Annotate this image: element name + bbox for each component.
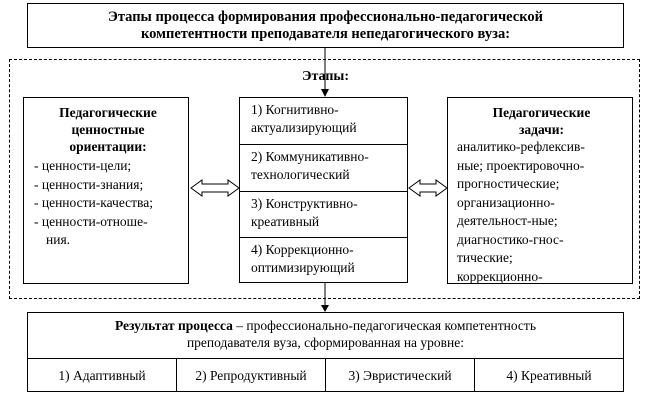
heading-line: ориентации: bbox=[69, 139, 147, 154]
stage-label: 1) Когнитивно- bbox=[251, 102, 339, 117]
arrow-head-title bbox=[321, 89, 329, 97]
arrow-head-result bbox=[321, 305, 329, 312]
result-text: Результат процесса – профессионально-пед… bbox=[28, 317, 623, 351]
double-arrow-left bbox=[190, 179, 240, 197]
diagram-title-line2: компетентности преподавателя непедагогич… bbox=[140, 26, 511, 42]
list-item: аналитико-рефлексив- bbox=[457, 139, 585, 154]
heading-line: Педагогические bbox=[492, 105, 591, 120]
result-text-rest: – профессионально-педагогическая компете… bbox=[232, 318, 536, 333]
pedagogical-tasks-heading: Педагогические задачи: bbox=[457, 104, 626, 138]
levels-row: 1) Адаптивный 2) Репродуктивный 3) Эврис… bbox=[28, 358, 623, 392]
diagram-title-box: Этапы процесса формирования профессионал… bbox=[27, 3, 624, 48]
list-item: деятельност-ные; bbox=[457, 213, 558, 228]
diagram-title-line1: Этапы процесса формирования профессионал… bbox=[108, 9, 543, 25]
stage-label: оптимизирующий bbox=[251, 260, 355, 275]
list-item: - ценности-знания; bbox=[34, 176, 144, 192]
stage-label: 4) Коррекционно- bbox=[251, 242, 354, 257]
stage-label: технологический bbox=[251, 167, 350, 182]
stage-box-1: 1) Когнитивно- актуализирующий bbox=[240, 98, 407, 145]
result-text-line2: преподавателя вуза, сформированная на ур… bbox=[186, 335, 465, 350]
stage-label: 2) Коммуникативно- bbox=[251, 149, 369, 164]
double-arrow-right bbox=[408, 179, 448, 197]
level-cell-4: 4) Креативный bbox=[506, 367, 592, 383]
list-item: ные; проектировочно- bbox=[457, 157, 585, 173]
stage-box-2: 2) Коммуникативно- технологический bbox=[240, 145, 407, 192]
heading-line: ценностные bbox=[71, 122, 145, 137]
stage-box-4: 4) Коррекционно- оптимизирующий bbox=[240, 238, 407, 282]
pedagogical-tasks-box: Педагогические задачи: аналитико-рефлекс… bbox=[447, 97, 633, 284]
level-cell-2: 2) Репродуктивный bbox=[177, 359, 326, 392]
value-orientations-heading: Педагогические ценностные ориентации: bbox=[32, 104, 184, 155]
stage-label: актуализирующий bbox=[251, 120, 357, 135]
level-cell-1: 1) Адаптивный bbox=[28, 359, 177, 392]
list-item: коррекционно- bbox=[457, 268, 543, 284]
stage-label: 3) Конструктивно- bbox=[251, 196, 358, 211]
stage-box-3: 3) Конструктивно- креативный bbox=[240, 192, 407, 238]
result-text-bold: Результат процесса bbox=[114, 318, 233, 333]
list-item: - ценности-качества; bbox=[34, 195, 153, 210]
list-item: тические; bbox=[457, 250, 513, 265]
list-item: - ценности-отноше- bbox=[34, 213, 148, 229]
list-item: диагностико-гнос- bbox=[457, 231, 564, 247]
list-item: прогностические; bbox=[457, 176, 560, 191]
list-item: организационно- bbox=[457, 194, 555, 210]
stages-column: 1) Когнитивно- актуализирующий 2) Коммун… bbox=[239, 97, 408, 283]
result-box: Результат процесса – профессионально-пед… bbox=[27, 312, 624, 392]
heading-line: Педагогические bbox=[59, 105, 157, 120]
level-cell-3: 3) Эвристический bbox=[326, 359, 475, 392]
list-item: - ценности-цели; bbox=[34, 158, 132, 173]
stage-label: креативный bbox=[251, 214, 320, 229]
list-item-continuation: ния. bbox=[46, 232, 71, 247]
heading-line: задачи: bbox=[518, 122, 565, 137]
value-orientations-box: Педагогические ценностные ориентации: - … bbox=[23, 97, 189, 284]
